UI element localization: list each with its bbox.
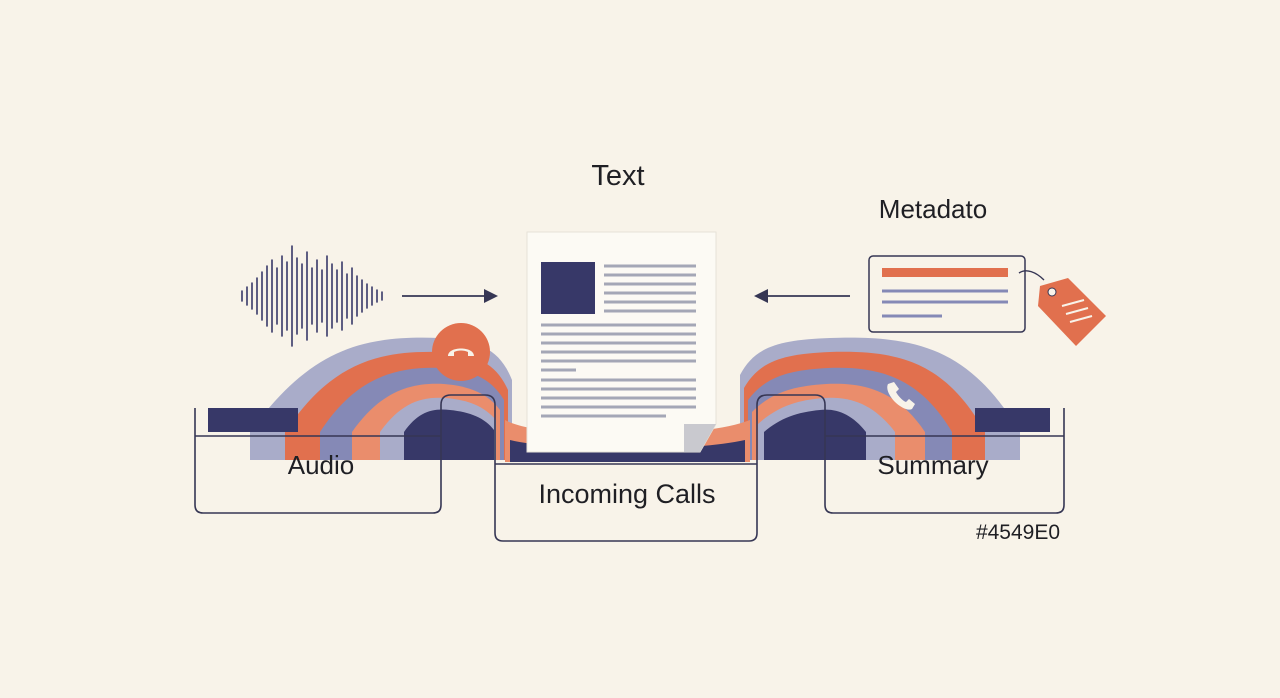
arrow-right-icon (402, 289, 498, 303)
band-left-navy (404, 409, 494, 460)
arrow-left-icon (754, 289, 850, 303)
label-incoming-calls: Incoming Calls (538, 479, 716, 509)
flow-bands (250, 337, 1020, 462)
label-metadata: Metadato (878, 194, 988, 224)
phone-icon (887, 382, 915, 410)
tray-rim-left (208, 408, 298, 432)
document-icon (526, 231, 717, 453)
sound-wave-icon (241, 245, 383, 347)
label-summary: Summary (877, 450, 989, 480)
phone-hangup-icon (432, 323, 490, 381)
tray-rim-right (975, 408, 1050, 432)
band-right-navy (764, 409, 866, 460)
price-tag-icon (1018, 270, 1106, 346)
label-text: Text (591, 160, 645, 192)
tray-outline (194, 394, 1065, 542)
metadata-card-icon (868, 255, 1026, 333)
label-hex-code: #4549E0 (975, 521, 1061, 544)
label-audio: Audio (287, 450, 355, 480)
